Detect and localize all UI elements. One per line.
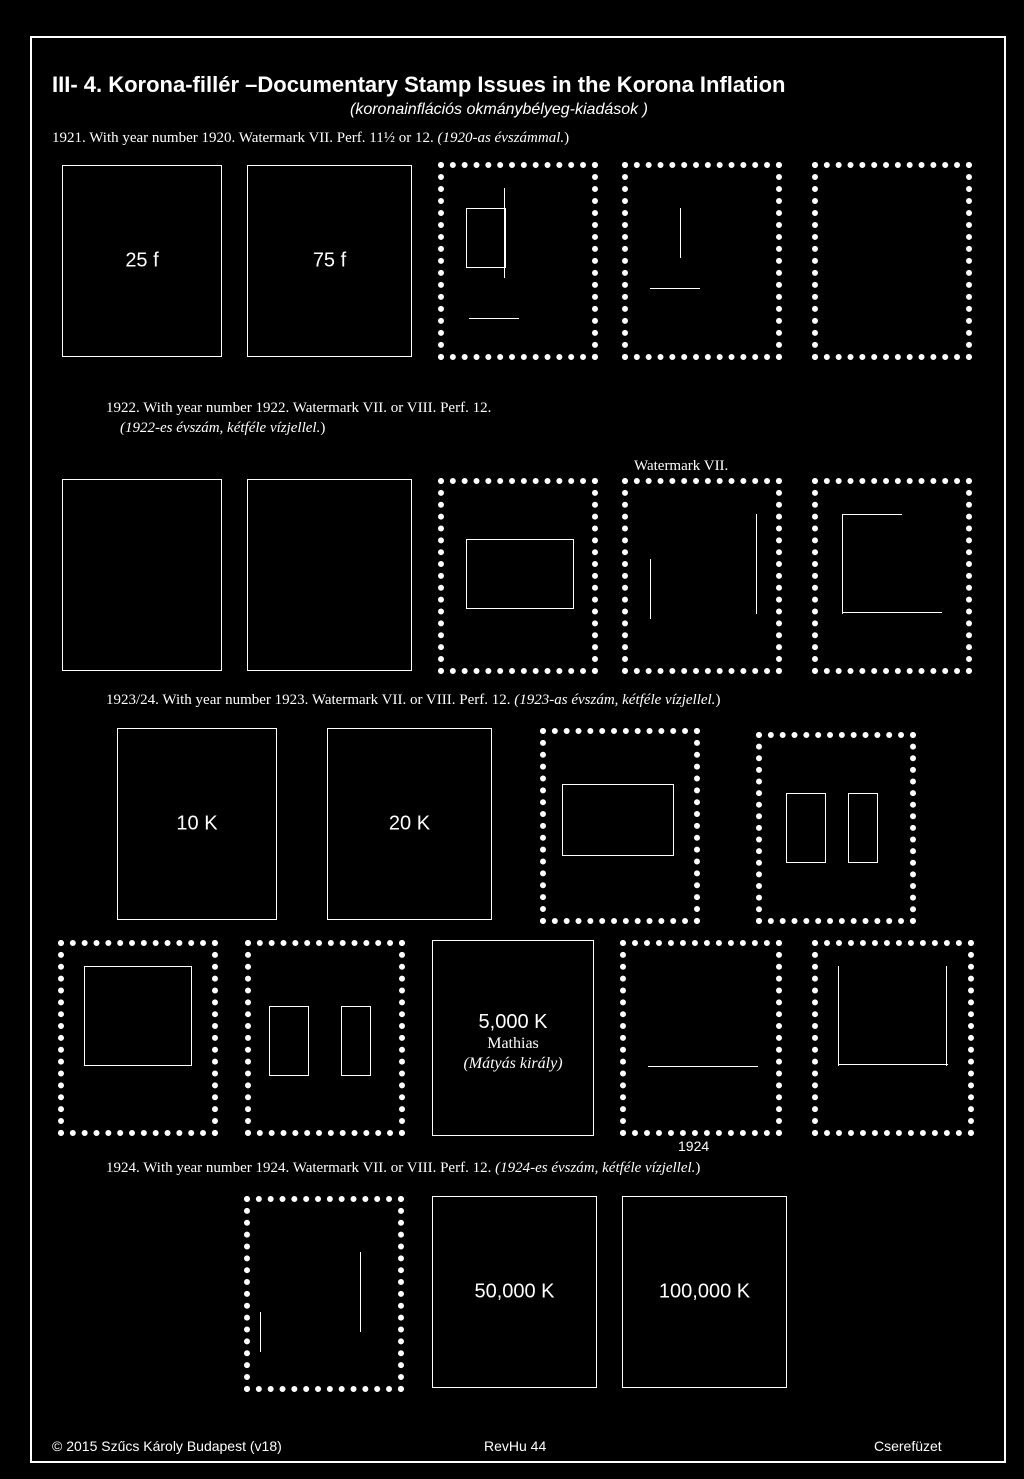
stamp-image-1922-a [438,478,598,674]
section-1923-heading: 1923/24. With year number 1923. Watermar… [106,692,720,709]
section-1924-text: 1924. With year number 1924. Watermark V… [106,1160,496,1176]
stamp-image-1921-b [622,162,782,360]
section-1921-close: ) [564,130,570,146]
stamp-image-1923-a [540,728,700,924]
section-1921-italic: (1920-as évszámmal. [437,130,565,146]
stamp-1922-a [62,479,222,671]
stamp-image-1924-d [812,940,974,1136]
section-1922-close: ) [320,420,326,436]
stamp-image-1924-c [620,940,782,1136]
section-1922-heading: 1922. With year number 1922. Watermark V… [106,400,492,416]
stamp-5000k-name-hu: (Mátyás király) [463,1055,563,1072]
stamp-image-1923-b [756,732,916,924]
section-1922-italic-line: (1922-es évszám, kétféle vízjellel.) [120,420,325,437]
section-1923-text: 1923/24. With year number 1923. Watermar… [106,692,515,708]
stamp-10k: 10 K [117,728,277,920]
stamp-image-1922-b [622,478,782,674]
stamp-image-1924-a [58,940,218,1136]
stamp-50000k: 50,000 K [432,1196,597,1388]
stamp-25f: 25 f [62,165,222,357]
stamp-5000k-mathias: 5,000 K Mathias (Mátyás király) [432,940,594,1136]
year-note-1924: 1924 [678,1138,710,1154]
stamp-75f-value: 75 f [312,249,347,272]
stamp-100000k-value: 100,000 K [658,1280,751,1303]
stamp-75f: 75 f [247,165,412,357]
stamp-5000k-value: 5,000 K [478,1011,548,1033]
section-1921-heading: 1921. With year number 1920. Watermark V… [52,130,569,147]
stamp-20k-value: 20 K [388,812,431,835]
stamp-image-1924-b [245,940,405,1136]
stamp-image-1921-c [812,162,972,360]
stamp-50000k-value: 50,000 K [474,1280,555,1303]
stamp-5000k-name: Mathias [487,1035,539,1052]
stamp-image-1921-a [438,162,598,360]
stamp-20k: 20 K [327,728,492,920]
section-1924-close: ) [695,1160,701,1176]
stamp-25f-value: 25 f [125,249,159,272]
footer-copyright: © 2015 Szűcs Károly Budapest (v18) [52,1438,282,1454]
section-1924-italic: (1924-es évszám, kétféle vízjellel. [495,1160,696,1176]
watermark-note: Watermark VII. [634,458,729,474]
page-subtitle: (koronainflációs okmánybélyeg-kiadások ) [350,101,648,118]
section-1922-italic: (1922-es évszám, kétféle vízjellel. [120,420,321,436]
section-1921-text: 1921. With year number 1920. Watermark V… [52,130,438,146]
stamp-10k-value: 10 K [176,812,218,835]
stamp-1922-b [247,479,412,671]
stamp-image-1924-e [244,1196,404,1392]
footer-right: Cserefüzet [874,1438,942,1454]
section-1923-italic: (1923-as évszám, kétféle vízjellel. [514,692,716,708]
footer-center: RevHu 44 [484,1438,547,1454]
page-frame [30,36,1006,1463]
section-1923-close: ) [715,692,721,708]
page-title: III- 4. Korona-fillér –Documentary Stamp… [52,72,786,97]
section-1924-heading: 1924. With year number 1924. Watermark V… [106,1160,700,1177]
stamp-100000k: 100,000 K [622,1196,787,1388]
stamp-image-1922-c [812,478,972,674]
